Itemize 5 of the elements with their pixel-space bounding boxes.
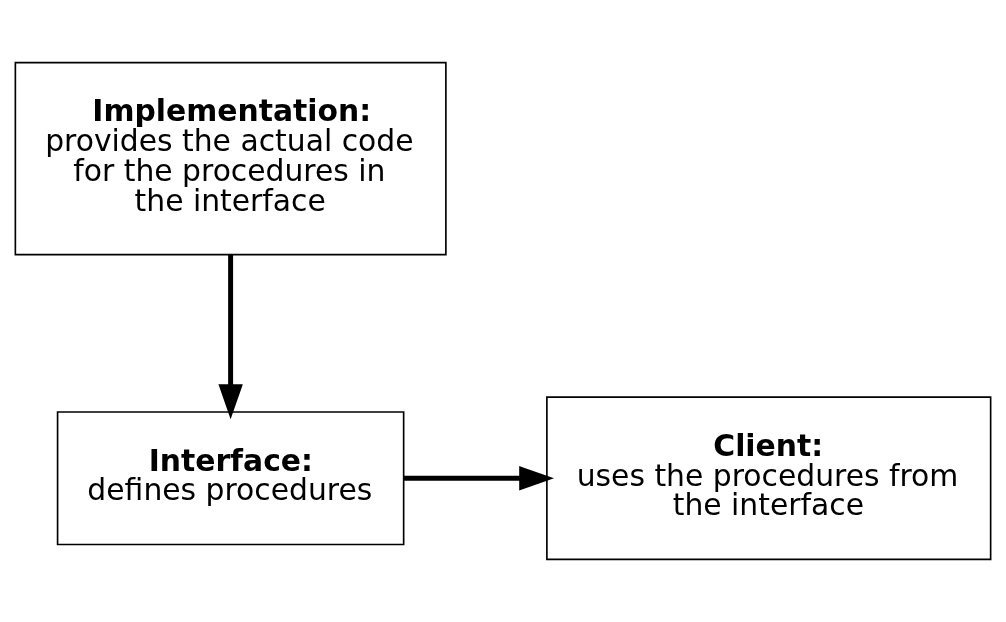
node-box: Client: uses the procedures from the interface [546, 396, 992, 561]
arrow [218, 254, 243, 420]
node-box: Implementation: provides the actual code for the procedures in the interface [14, 61, 447, 256]
arrow [404, 466, 555, 491]
node-box: Interface: defines procedures [56, 411, 405, 546]
